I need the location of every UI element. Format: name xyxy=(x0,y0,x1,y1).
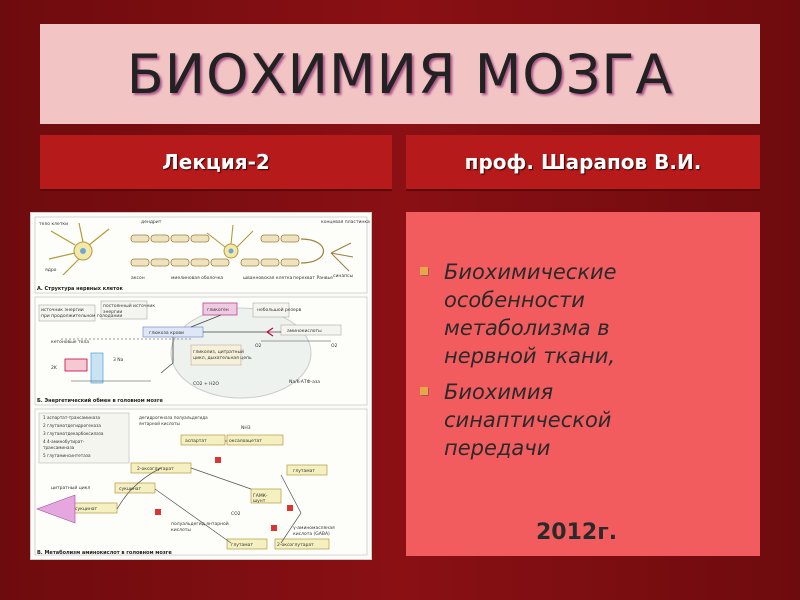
svg-text:источник энергии: источник энергии xyxy=(41,308,84,313)
bullet-list: Биохимические особенности метаболизма в … xyxy=(420,258,750,470)
svg-text:янтарной кислоты: янтарной кислоты xyxy=(139,421,180,426)
bullet-square-icon xyxy=(420,267,428,275)
bullet-text: Биохимические особенности метаболизма в … xyxy=(444,260,617,368)
bullet-square-icon xyxy=(420,387,428,395)
svg-text:глутамат: глутамат xyxy=(231,543,253,548)
figure-diagram: тело клетки дендрит ядро аксон миелинова… xyxy=(34,216,370,556)
svg-text:А. Структура нервных клеток: А. Структура нервных клеток xyxy=(37,286,123,292)
svg-text:аспартат: аспартат xyxy=(185,439,207,444)
svg-text:2-оксоглутарат: 2-оксоглутарат xyxy=(137,466,174,472)
svg-text:глутамат: глутамат xyxy=(293,469,315,474)
svg-text:CO2 + H2O: CO2 + H2O xyxy=(193,381,219,387)
svg-text:шванновская клетка: шванновская клетка xyxy=(243,276,293,281)
svg-text:дегидрогеназа полуальдегида: дегидрогеназа полуальдегида xyxy=(139,415,208,420)
bullet-text: Биохимия синаптической передачи xyxy=(444,380,612,460)
svg-text:трансаминаза: трансаминаза xyxy=(43,445,75,450)
svg-text:тело клетки: тело клетки xyxy=(39,222,68,227)
svg-text:В. Метаболизм аминокислот в го: В. Метаболизм аминокислот в головном моз… xyxy=(37,549,172,556)
content-panel: Биохимические особенности метаболизма в … xyxy=(406,212,760,556)
svg-text:при продолжительном голодании: при продолжительном голодании xyxy=(41,314,122,319)
svg-text:цитратный цикл: цитратный цикл xyxy=(51,484,90,491)
bullet-item: Биохимия синаптической передачи xyxy=(420,378,750,462)
svg-text:аминокислоты: аминокислоты xyxy=(287,329,322,334)
svg-text:ГАМК-: ГАМК- xyxy=(253,493,268,499)
svg-text:сукцинат: сукцинат xyxy=(75,507,98,512)
title-box: БИОХИМИЯ МОЗГА xyxy=(40,24,760,124)
svg-text:синапсы: синапсы xyxy=(333,274,354,279)
svg-text:постоянный источник: постоянный источник xyxy=(103,302,155,309)
author-label: проф. Шарапов В.И. xyxy=(464,150,702,174)
svg-text:шунт: шунт xyxy=(253,499,266,504)
svg-text:оксалоацетат: оксалоацетат xyxy=(229,439,262,444)
svg-text:сукцинат: сукцинат xyxy=(119,487,142,492)
author-box: проф. Шарапов В.И. xyxy=(406,135,760,191)
lecture-label: Лекция-2 xyxy=(162,150,270,174)
svg-text:кетоновые тела: кетоновые тела xyxy=(51,340,89,345)
svg-text:цикл, дыхательная цепь: цикл, дыхательная цепь xyxy=(193,356,252,361)
svg-text:2 глутаматдегидрогеназа: 2 глутаматдегидрогеназа xyxy=(43,423,101,428)
svg-text:3 глутаматдекарбоксилаза: 3 глутаматдекарбоксилаза xyxy=(43,431,104,436)
svg-text:Б. Энергетический обмен в голо: Б. Энергетический обмен в головном мозге xyxy=(37,397,163,404)
svg-text:перехват Ранвье: перехват Ранвье xyxy=(293,275,333,281)
svg-text:кислоты: кислоты xyxy=(171,528,191,533)
svg-text:γ-аминомасляная: γ-аминомасляная xyxy=(293,526,335,531)
svg-text:NH3: NH3 xyxy=(241,425,251,431)
svg-text:4 4-аминобутират-: 4 4-аминобутират- xyxy=(43,439,85,444)
lecture-box: Лекция-2 xyxy=(40,135,392,191)
svg-text:глюкоза крови: глюкоза крови xyxy=(149,331,184,336)
svg-text:ядро: ядро xyxy=(45,268,57,273)
svg-text:небольшой резерв: небольшой резерв xyxy=(257,306,302,313)
slide-title: БИОХИМИЯ МОЗГА xyxy=(126,42,674,106)
svg-text:5 глутаминсинтетаза: 5 глутаминсинтетаза xyxy=(43,453,91,458)
svg-text:3 Na: 3 Na xyxy=(113,357,124,363)
biochemistry-figure: тело клетки дендрит ядро аксон миелинова… xyxy=(30,212,372,560)
svg-text:миелиновая оболочка: миелиновая оболочка xyxy=(171,275,223,281)
svg-text:аксон: аксон xyxy=(131,276,145,281)
svg-text:1 аспартат-трансаминаза: 1 аспартат-трансаминаза xyxy=(43,415,100,420)
svg-text:концевая пластинка: концевая пластинка xyxy=(321,220,370,225)
svg-text:энергии: энергии xyxy=(103,310,122,315)
svg-text:O2: O2 xyxy=(255,343,262,349)
svg-text:2-оксоглутарат: 2-оксоглутарат xyxy=(277,542,314,548)
bullet-item: Биохимические особенности метаболизма в … xyxy=(420,258,750,370)
svg-text:дендрит: дендрит xyxy=(141,220,162,225)
svg-text:CO2: CO2 xyxy=(231,511,241,517)
svg-text:O2: O2 xyxy=(331,343,338,349)
svg-text:гликолиз, цитратный: гликолиз, цитратный xyxy=(193,348,244,355)
svg-text:полуальдегид янтарной: полуальдегид янтарной xyxy=(171,520,229,527)
year-label: 2012г. xyxy=(536,520,618,545)
svg-text:Na/K-АТФ-аза: Na/K-АТФ-аза xyxy=(289,379,320,385)
svg-text:кислота (GABA): кислота (GABA) xyxy=(293,531,330,537)
svg-text:2K: 2K xyxy=(51,365,58,371)
svg-text:гликоген: гликоген xyxy=(207,308,229,313)
